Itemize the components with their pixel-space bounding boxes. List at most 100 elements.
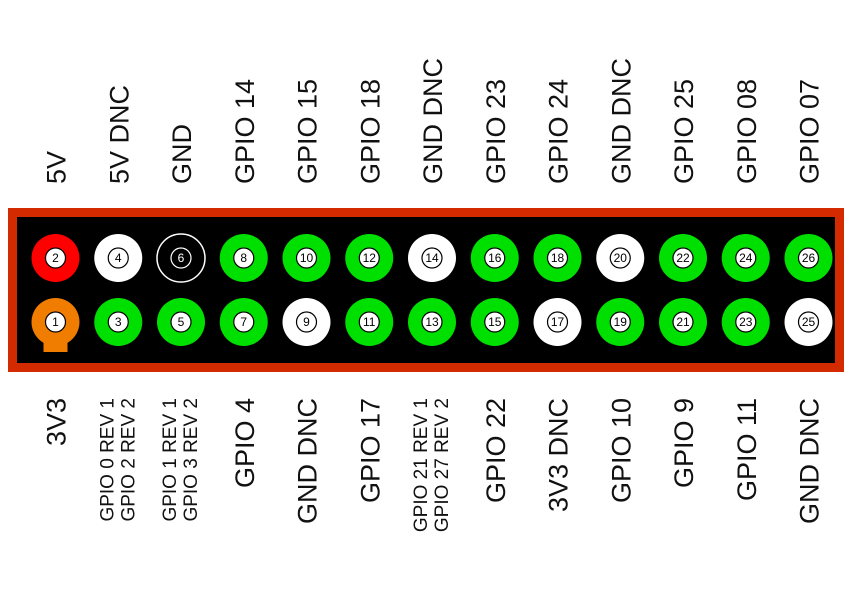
bottom-label-pin-21: GPIO 9 bbox=[669, 398, 699, 488]
top-label-pin-4: 5V DNC bbox=[104, 85, 134, 184]
top-label-pin-22: GPIO 25 bbox=[669, 79, 699, 184]
pin-25: 25 bbox=[784, 298, 833, 346]
pin-21: 21 bbox=[659, 298, 707, 346]
bottom-label-pin-19: GPIO 10 bbox=[606, 398, 636, 503]
pin-ring bbox=[295, 247, 318, 269]
pin-ring bbox=[421, 247, 443, 269]
pin-14: 14 bbox=[408, 234, 456, 282]
bottom-label-pin-5-line-1: GPIO 1 REV 1 bbox=[160, 398, 181, 522]
pin-ring bbox=[609, 311, 631, 333]
pin-11: 11 bbox=[345, 298, 394, 346]
pin-number: 15 bbox=[488, 315, 502, 329]
pin-6: 6 bbox=[156, 233, 206, 283]
bottom-label-pin-7: GPIO 4 bbox=[230, 398, 260, 488]
bottom-label-pin-9: GND DNC bbox=[293, 398, 323, 524]
pin-number: 17 bbox=[551, 315, 565, 329]
pin-10: 10 bbox=[282, 234, 331, 282]
pin-ring bbox=[107, 311, 129, 333]
pin-ring bbox=[233, 247, 255, 269]
pin-20: 20 bbox=[596, 234, 645, 282]
pin-number: 16 bbox=[488, 251, 502, 265]
pin-number: 14 bbox=[425, 251, 439, 265]
pin-ring bbox=[358, 247, 380, 269]
bottom-label-pin-5-line-2: GPIO 3 REV 2 bbox=[181, 398, 202, 522]
pin-number: 10 bbox=[300, 251, 314, 265]
pin-ring bbox=[672, 311, 694, 333]
pin-15: 15 bbox=[470, 298, 519, 346]
pin-ring bbox=[44, 311, 67, 333]
pin-ring bbox=[233, 311, 255, 333]
pin-number: 6 bbox=[178, 251, 185, 265]
top-label-pin-26: GPIO 07 bbox=[795, 79, 825, 184]
pin-5: 5 bbox=[157, 298, 205, 346]
top-label-pin-14: GND DNC bbox=[418, 58, 448, 184]
top-label-pin-10: GPIO 15 bbox=[293, 79, 323, 184]
bottom-label-pin-17: 3V3 DNC bbox=[544, 398, 574, 512]
pin-number: 7 bbox=[240, 315, 247, 329]
pin-number: 11 bbox=[363, 315, 376, 329]
bottom-label-pin-11: GPIO 17 bbox=[355, 398, 385, 503]
pin-ring bbox=[170, 247, 192, 269]
pin-number: 22 bbox=[676, 251, 690, 265]
pin-22: 22 bbox=[659, 234, 707, 282]
pin-1: 1 bbox=[31, 298, 80, 352]
pin-ring bbox=[546, 311, 569, 333]
pin-3: 3 bbox=[94, 298, 143, 346]
top-label-pin-24: GPIO 08 bbox=[732, 79, 762, 184]
pin-number: 18 bbox=[551, 251, 565, 265]
pin-number: 25 bbox=[802, 315, 816, 329]
top-label-pin-2: 5V bbox=[42, 151, 72, 184]
top-label-pin-18: GPIO 24 bbox=[544, 79, 574, 184]
pin-9: 9 bbox=[282, 298, 331, 346]
pin-number: 9 bbox=[303, 315, 310, 329]
top-label-pin-16: GPIO 23 bbox=[481, 79, 511, 184]
pin-number: 23 bbox=[739, 315, 753, 329]
pin-number: 20 bbox=[614, 251, 628, 265]
pin-8: 8 bbox=[219, 234, 268, 282]
pin-ring bbox=[484, 247, 506, 269]
pin-4: 4 bbox=[94, 234, 143, 282]
pin-ring bbox=[421, 311, 443, 333]
pin-number: 2 bbox=[52, 251, 59, 265]
bottom-label-pin-1: 3V3 bbox=[42, 398, 72, 446]
pin-23: 23 bbox=[721, 298, 770, 346]
bottom-label-pin-13-line-1: GPIO 21 REV 1 bbox=[411, 398, 432, 532]
pin-ring bbox=[735, 311, 757, 333]
pin-ring bbox=[44, 247, 67, 269]
pin-number: 12 bbox=[363, 251, 377, 265]
pin-ring bbox=[107, 247, 129, 269]
pin-ring bbox=[797, 311, 820, 333]
pin-ring bbox=[546, 247, 569, 269]
pin-7: 7 bbox=[219, 298, 268, 346]
pin-ring bbox=[735, 247, 757, 269]
pin-17: 17 bbox=[533, 298, 582, 346]
bottom-label-pin-15: GPIO 22 bbox=[481, 398, 511, 503]
pin-ring bbox=[797, 247, 820, 269]
pin-number: 24 bbox=[739, 251, 753, 265]
pin-number: 13 bbox=[425, 315, 439, 329]
pin-12: 12 bbox=[345, 234, 394, 282]
pin-13: 13 bbox=[408, 298, 456, 346]
top-label-pin-6: GND bbox=[167, 124, 197, 184]
pin-16: 16 bbox=[470, 234, 519, 282]
pin-number: 8 bbox=[240, 251, 247, 265]
bottom-label-pin-25: GND DNC bbox=[795, 398, 825, 524]
pin-ring bbox=[484, 311, 506, 333]
bottom-label-pin-3-line-1: GPIO 0 REV 1 bbox=[97, 398, 118, 522]
pin-number: 26 bbox=[802, 251, 816, 265]
pin-ring bbox=[672, 247, 694, 269]
bottom-label-pin-3-line-2: GPIO 2 REV 2 bbox=[118, 398, 139, 522]
pin-number: 5 bbox=[178, 315, 185, 329]
pin-number: 1 bbox=[52, 315, 59, 329]
top-label-pin-20: GND DNC bbox=[606, 58, 636, 184]
pin-ring bbox=[170, 311, 192, 333]
pin-ring bbox=[609, 247, 631, 269]
pin-18: 18 bbox=[533, 234, 582, 282]
pin-ring bbox=[295, 311, 318, 333]
pin-24: 24 bbox=[721, 234, 770, 282]
pin-number: 4 bbox=[115, 251, 122, 265]
